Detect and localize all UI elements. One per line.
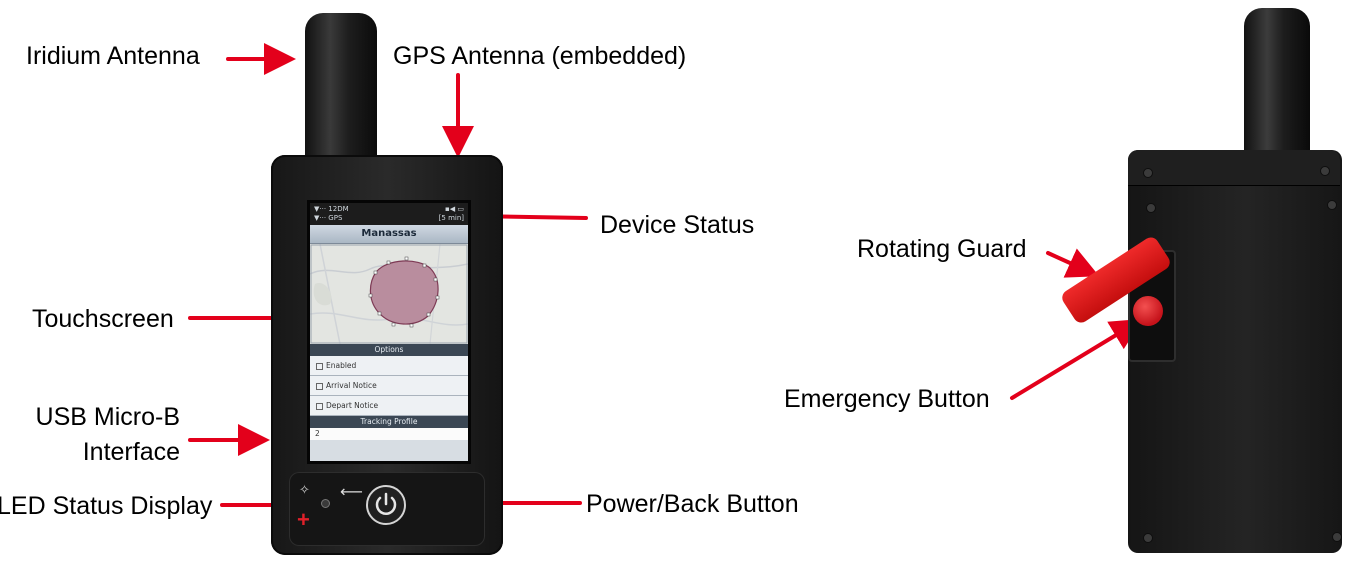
label-touchscreen: Touchscreen bbox=[32, 304, 174, 334]
screw-icon bbox=[1146, 203, 1156, 213]
label-power-back: Power/Back Button bbox=[586, 489, 799, 519]
iridium-antenna-back bbox=[1244, 8, 1310, 158]
label-usb-line2: Interface bbox=[30, 437, 180, 467]
screw-icon bbox=[1327, 200, 1337, 210]
tracking-profile-header: Tracking Profile bbox=[310, 416, 468, 428]
screw-icon bbox=[1332, 532, 1342, 542]
tracking-profile-value[interactable]: 2 bbox=[310, 428, 468, 440]
map-graphic bbox=[310, 244, 468, 344]
power-back-button[interactable] bbox=[366, 485, 406, 525]
label-gps-antenna: GPS Antenna (embedded) bbox=[393, 41, 686, 71]
label-device-status: Device Status bbox=[600, 210, 754, 240]
option-depart-notice[interactable]: Depart Notice bbox=[310, 396, 468, 416]
led-status-display bbox=[321, 499, 330, 508]
option-enabled[interactable]: Enabled bbox=[310, 356, 468, 376]
back-arrow-icon: ⟵ bbox=[340, 485, 363, 501]
status-left-2: ▼··· GPS bbox=[314, 214, 349, 223]
screen-title: Manassas bbox=[310, 225, 468, 244]
screw-icon bbox=[1143, 533, 1153, 543]
options-header: Options bbox=[310, 344, 468, 356]
device-status-bar: ▼··· 12DM ▼··· GPS ▪◀ ▭ [5 min] bbox=[310, 203, 468, 225]
touchscreen[interactable]: ▼··· 12DM ▼··· GPS ▪◀ ▭ [5 min] Manassas bbox=[307, 200, 471, 464]
arrow-rotating-guard bbox=[1048, 253, 1092, 273]
gps-led-icon: ✧ bbox=[299, 483, 310, 496]
arrow-emergency bbox=[1012, 323, 1136, 398]
screw-icon bbox=[1320, 166, 1330, 176]
checkbox-icon bbox=[316, 363, 323, 370]
screw-icon bbox=[1143, 168, 1153, 178]
power-icon bbox=[368, 487, 404, 523]
emergency-led-icon: + bbox=[297, 509, 310, 531]
iridium-antenna bbox=[305, 13, 377, 163]
option-arrival-notice[interactable]: Arrival Notice bbox=[310, 376, 468, 396]
device-back-top-plate bbox=[1128, 150, 1340, 186]
label-usb-line1: USB Micro-B bbox=[30, 402, 180, 432]
label-iridium-antenna: Iridium Antenna bbox=[26, 41, 200, 71]
battery-icon: ▪◀ ▭ bbox=[439, 205, 464, 214]
label-led-status: LED Status Display bbox=[0, 491, 212, 521]
geofence-map[interactable] bbox=[310, 244, 468, 344]
label-emergency-button: Emergency Button bbox=[784, 384, 990, 414]
status-left-1: ▼··· 12DM bbox=[314, 205, 349, 214]
emergency-button[interactable] bbox=[1133, 296, 1163, 326]
status-right: [5 min] bbox=[439, 214, 464, 223]
label-rotating-guard: Rotating Guard bbox=[857, 234, 1027, 264]
checkbox-icon bbox=[316, 403, 323, 410]
checkbox-icon bbox=[316, 383, 323, 390]
